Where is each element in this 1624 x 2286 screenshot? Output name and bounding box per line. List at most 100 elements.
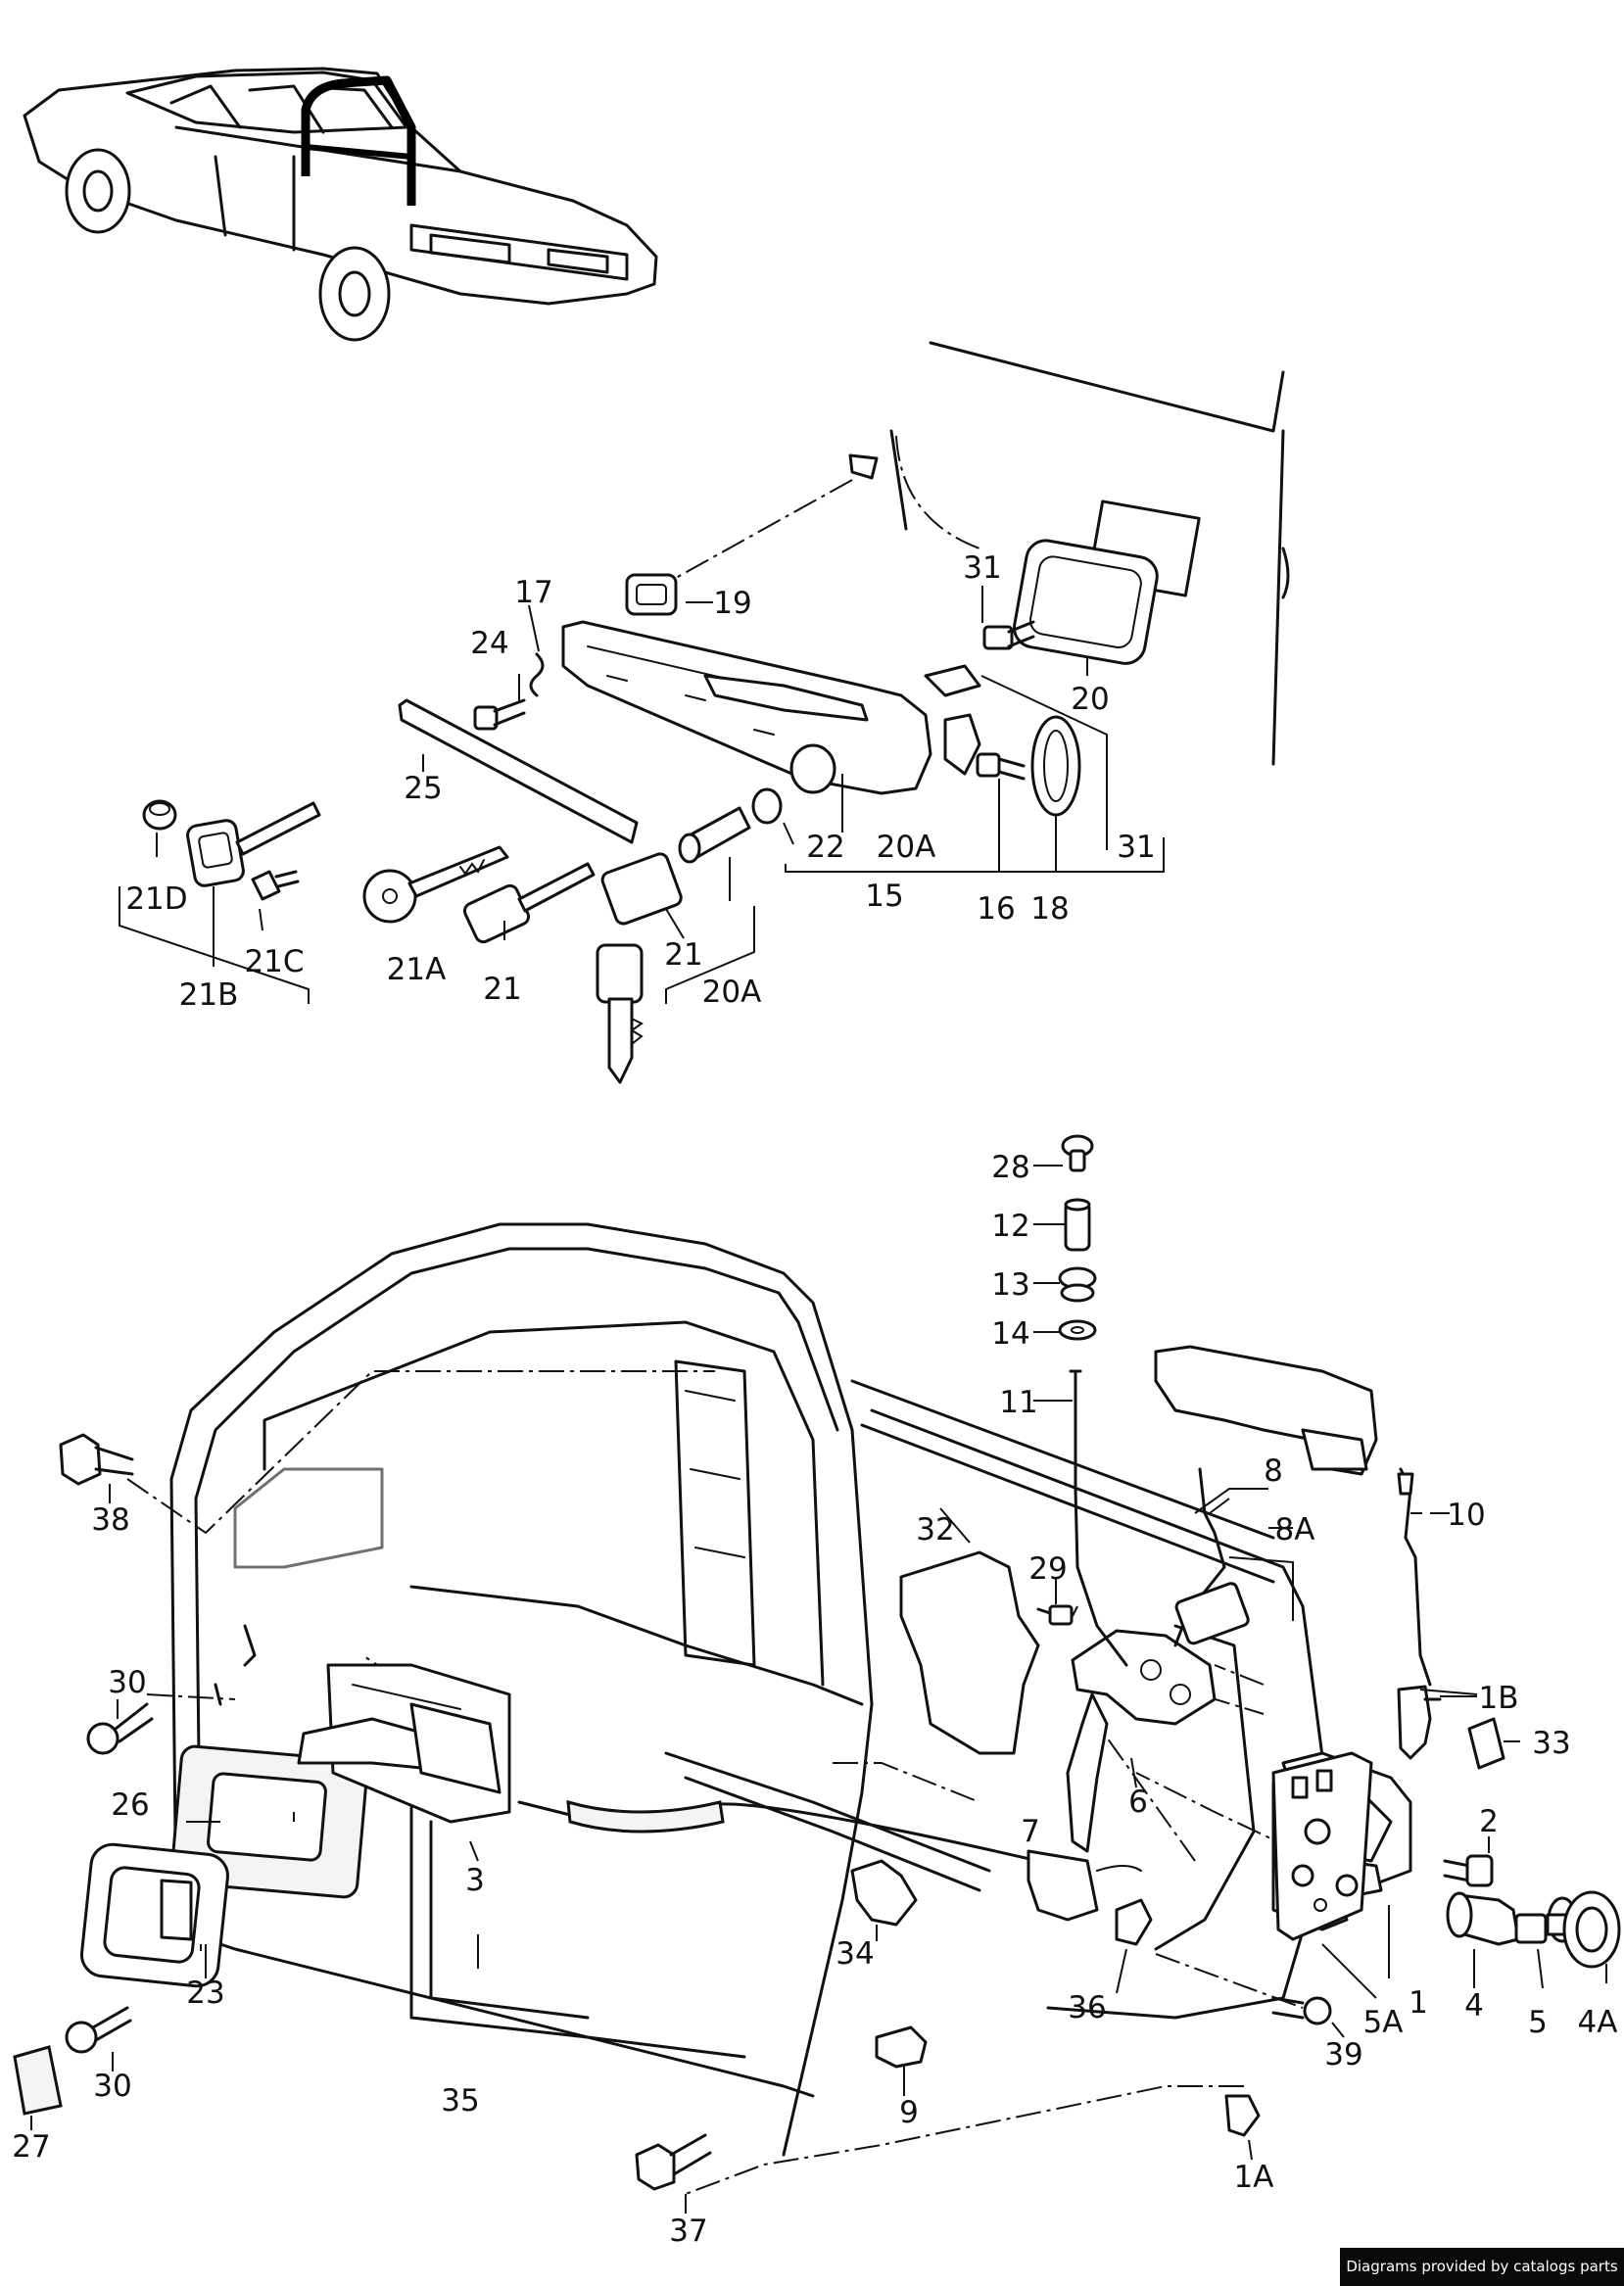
callout-37: 37 [669, 2214, 707, 2249]
part-23-escutcheon [79, 1842, 229, 1988]
callout-3: 3 [465, 1863, 485, 1898]
callout-20: 20 [1071, 682, 1109, 717]
callout-30a: 30 [108, 1665, 146, 1700]
part-4A-cap [1562, 1890, 1621, 1969]
part-21-key [462, 862, 596, 944]
part-39-screw [1271, 1996, 1332, 2025]
callout-21D: 21D [125, 881, 187, 917]
callout-21A: 21A [387, 952, 447, 987]
part-14-washer [1058, 1319, 1097, 1341]
callout-25: 25 [404, 771, 442, 806]
part-37-bolt [635, 2133, 712, 2191]
callout-13: 13 [991, 1267, 1029, 1303]
part-21B-key [186, 801, 321, 887]
part-13-grommet [1058, 1266, 1097, 1303]
callout-14: 14 [991, 1316, 1029, 1352]
callout-8A: 8A [1275, 1512, 1315, 1548]
callout-19: 19 [713, 586, 751, 621]
callout-1A: 1A [1234, 2160, 1274, 2195]
callout-21C: 21C [244, 944, 304, 979]
callout-18: 18 [1030, 891, 1069, 927]
part-34-clip [850, 1859, 918, 1927]
credit-banner: Diagrams provided by catalogs parts [1340, 2248, 1624, 2286]
part-30-screw-lower [65, 2006, 132, 2054]
callout-32: 32 [916, 1512, 954, 1548]
part-1B-clip [1397, 1685, 1442, 1760]
callout-7: 7 [1021, 1814, 1040, 1849]
part-5A-plate [1271, 1751, 1373, 1941]
part-32-cover [899, 1550, 1040, 1755]
part-21-lock-cylinder [596, 806, 751, 1084]
callout-8: 8 [1264, 1453, 1283, 1489]
callout-11: 11 [999, 1385, 1037, 1420]
part-10-rod [1399, 1467, 1432, 1687]
callout-24: 24 [470, 626, 508, 661]
highlighted-door-frame [301, 75, 416, 206]
callout-38: 38 [91, 1502, 129, 1538]
door-frame [169, 1222, 874, 2157]
part-21A-key [362, 845, 509, 924]
part-26-pad [169, 1744, 369, 1899]
callout-36: 36 [1068, 1990, 1106, 2025]
part-24-screw [473, 698, 526, 731]
part-6-lock-lever [1066, 1629, 1217, 1853]
callout-21-cylinder: 21 [664, 937, 702, 973]
part-20-handle-gasket [1013, 539, 1159, 665]
part-19-grommet [625, 573, 678, 616]
part-25-trim-strip [398, 698, 639, 844]
part-36-clip [1115, 1898, 1153, 1946]
callout-labels: 31 17 24 19 20 25 22 20A 31 15 16 18 21D… [12, 550, 1617, 2249]
exterior-handle-group [119, 341, 1290, 1084]
callout-26: 26 [111, 1787, 149, 1823]
part-21C-pin [251, 870, 300, 901]
callout-39: 39 [1324, 2037, 1362, 2072]
part-2-screw [1443, 1854, 1494, 1887]
part-29-pin [1036, 1604, 1074, 1626]
callout-23: 23 [186, 1976, 224, 2011]
callout-2: 2 [1479, 1804, 1499, 1839]
callout-1: 1 [1409, 1985, 1428, 2021]
callout-33: 33 [1532, 1726, 1570, 1761]
callout-4A: 4A [1578, 2005, 1618, 2040]
part-7-bracket [1027, 1849, 1099, 1922]
part-33-cap [1467, 1717, 1505, 1770]
callout-21B: 21B [179, 977, 239, 1013]
callout-9: 9 [899, 2095, 919, 2130]
callout-15: 15 [865, 879, 903, 914]
part-11-rod [1074, 1369, 1128, 1667]
part-22-washer [751, 787, 783, 825]
part-21D-cap [142, 799, 177, 831]
part-31-screw [982, 620, 1035, 650]
callout-17: 17 [514, 575, 552, 610]
callout-30b: 30 [93, 2069, 131, 2104]
callout-5A: 5A [1363, 2005, 1404, 2040]
callout-5: 5 [1528, 2005, 1548, 2040]
part-12-pin [1064, 1198, 1091, 1252]
callout-28: 28 [991, 1150, 1029, 1185]
callout-10: 10 [1447, 1498, 1485, 1533]
part-38-bolt [59, 1433, 134, 1486]
part-17-spring [529, 652, 545, 697]
callout-31a: 31 [963, 550, 1001, 586]
callout-12: 12 [991, 1209, 1029, 1244]
callout-20A-top: 20A [877, 830, 936, 865]
part-30-screw-upper [86, 1702, 154, 1755]
car-overview-illustration [23, 67, 658, 342]
callout-22: 22 [806, 830, 844, 865]
part-3-interior-handle [297, 1663, 511, 1824]
part-16-screw [976, 752, 1026, 781]
callout-20A-bottom: 20A [702, 975, 762, 1010]
callout-27: 27 [12, 2129, 50, 2165]
callout-34: 34 [836, 1936, 874, 1972]
callout-16: 16 [977, 891, 1015, 927]
callout-29: 29 [1028, 1551, 1067, 1587]
part-9-clip [875, 2025, 928, 2069]
part-4-striker [1446, 1891, 1548, 1946]
door-lock-mechanism-group [13, 1134, 1621, 2214]
callout-6: 6 [1128, 1785, 1148, 1820]
callout-21-key: 21 [483, 972, 521, 1007]
part-28-screw [1061, 1134, 1094, 1172]
callout-4: 4 [1464, 1988, 1484, 2024]
part-27-pad [13, 2045, 63, 2116]
